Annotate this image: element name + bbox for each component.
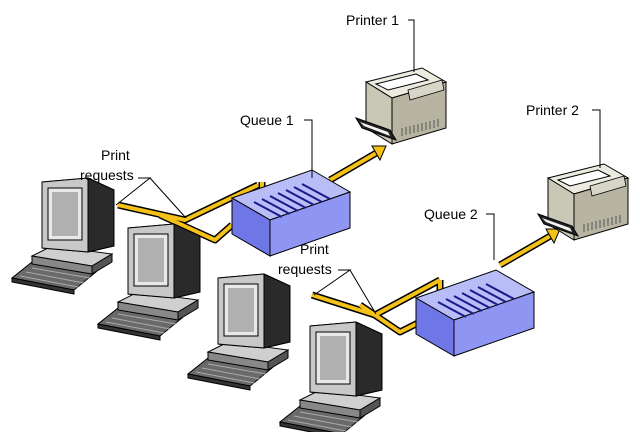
computer-3-icon [187, 273, 291, 391]
queue-1-leader [304, 119, 313, 178]
flow-arrow-bottom-right-pc [358, 303, 421, 334]
printer-1-label: Printer 1 [346, 12, 399, 28]
flow-arrow-queue1-printer1 [328, 150, 380, 182]
printer-2-leader [592, 109, 601, 168]
print-requests-bottom-label-line1: Print [300, 241, 329, 257]
print-requests-top-label-line2: requests [80, 167, 134, 183]
computer-1-icon [11, 177, 115, 295]
flow-arrow-top-right-pc [159, 213, 234, 242]
computer-4-icon [279, 321, 383, 432]
arrowhead-printer1 [371, 145, 387, 162]
printer-1-icon [355, 67, 447, 145]
queue-1-label: Queue 1 [240, 112, 294, 128]
printer-1-leader [408, 19, 415, 72]
arrowhead-printer2 [545, 228, 561, 245]
queue-1-icon [231, 169, 351, 257]
queue-2-label: Queue 2 [424, 206, 478, 222]
printer-2-label: Printer 2 [526, 102, 579, 118]
flow-arrow-top-left [117, 183, 259, 222]
print-requests-bottom-leader-2 [349, 269, 377, 315]
print-requests-top-label-line1: Print [101, 147, 130, 163]
print-requests-top-leader-2 [149, 177, 187, 219]
flow-arrow-queue2-printer2 [499, 233, 553, 267]
queue-2-leader [486, 213, 495, 260]
print-requests-bottom-label-line2: requests [278, 261, 332, 277]
